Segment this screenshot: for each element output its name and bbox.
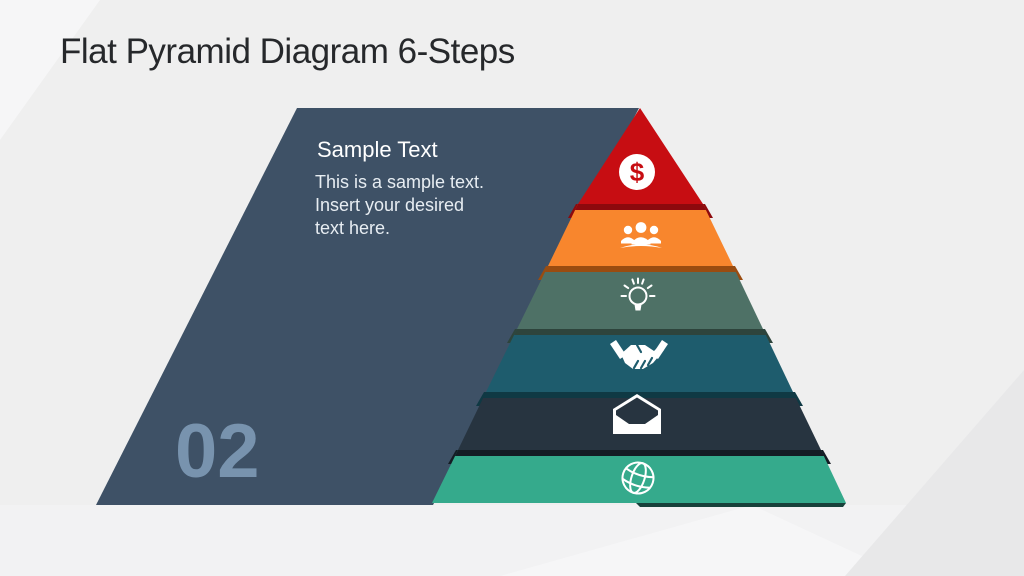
- fold-band: [483, 392, 796, 398]
- fold-band: [575, 204, 706, 210]
- slide-title: Flat Pyramid Diagram 6-Steps: [60, 32, 515, 71]
- dollar-icon: $: [619, 154, 655, 190]
- card-body-line-3: text here.: [315, 218, 390, 238]
- background-accent-topleft: [0, 0, 100, 140]
- pyramid-level-3: [517, 266, 763, 329]
- step-number: 02: [175, 409, 260, 494]
- card-body-line-1: This is a sample text.: [315, 172, 484, 192]
- description-card: Sample Text This is a sample text. Inser…: [96, 108, 639, 505]
- people-icon: [620, 222, 662, 248]
- card-parallelogram: [96, 108, 639, 505]
- background-accent-bottomcenter: [500, 505, 905, 576]
- pyramid-base-shadow: [636, 503, 846, 507]
- card-heading: Sample Text: [317, 137, 438, 162]
- svg-text:$: $: [630, 157, 645, 187]
- background-accent-bottomright: [845, 370, 1024, 576]
- lightbulb-icon: [620, 277, 656, 311]
- card-body-line-2: Insert your desired: [315, 195, 464, 215]
- fold-band: [455, 450, 824, 456]
- handshake-icon: [610, 340, 668, 370]
- pyramid-icons: $: [610, 154, 668, 495]
- globe-icon: [621, 461, 655, 495]
- pyramid-level-6: [432, 450, 846, 503]
- fold-band: [514, 329, 766, 335]
- envelope-icon: [613, 394, 661, 434]
- pyramid-level-2: [548, 204, 733, 266]
- fold-band: [545, 266, 736, 272]
